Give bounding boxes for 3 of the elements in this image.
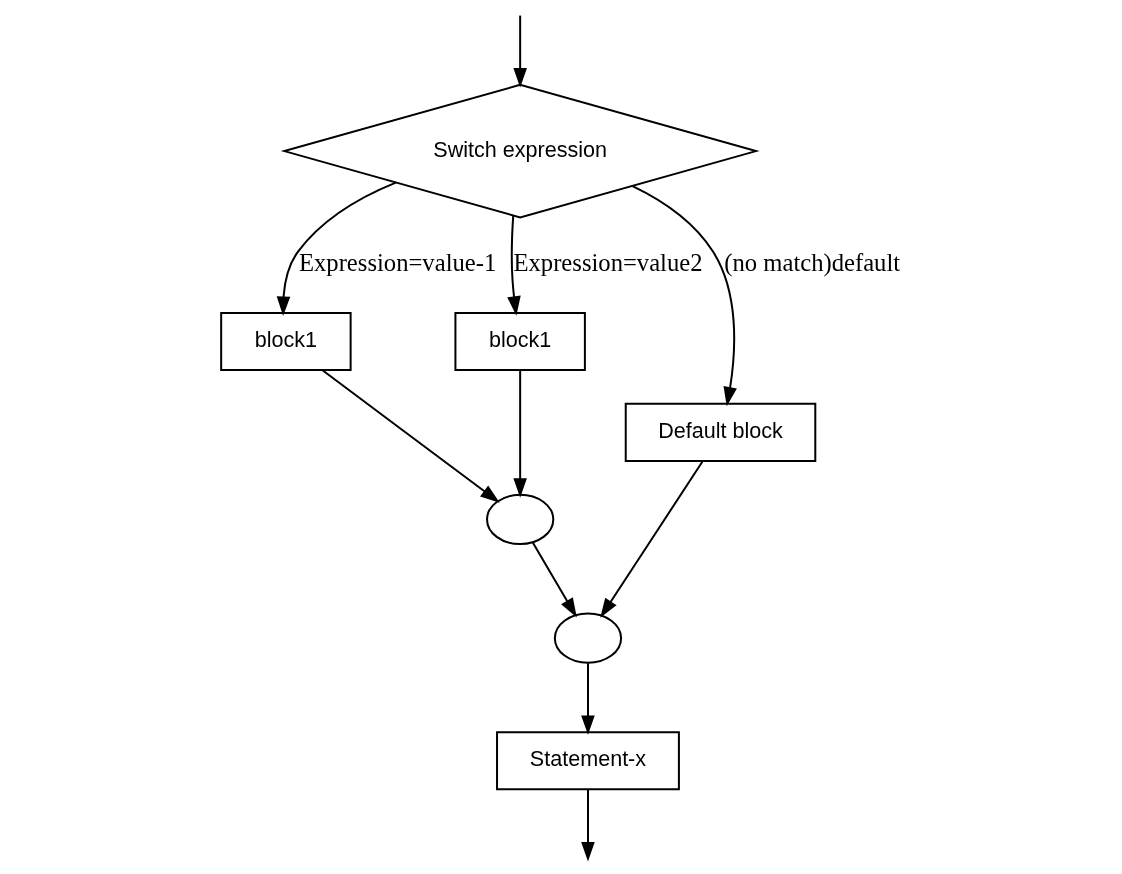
edge-label: (no match)default: [724, 249, 901, 277]
edge-label: Expression=value-1: [298, 249, 497, 277]
edge-label: Expression=value2: [513, 249, 703, 277]
